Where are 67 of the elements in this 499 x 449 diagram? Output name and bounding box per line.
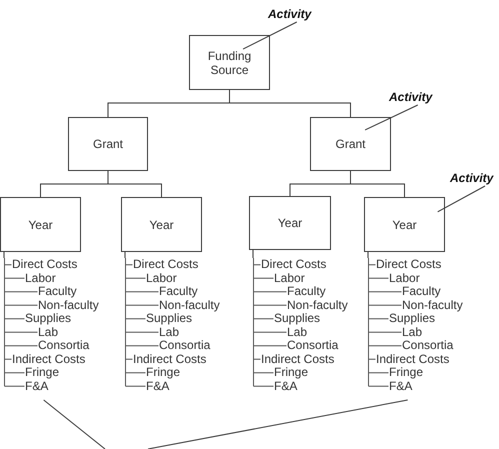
box-label: Year: [392, 218, 417, 232]
cost-item: Faculty: [287, 285, 326, 298]
cost-item: Consortia: [287, 339, 338, 352]
cost-item: Indirect Costs: [133, 352, 206, 366]
cost-item: Indirect Costs: [261, 352, 334, 366]
cost-item: Non-faculty: [159, 298, 220, 312]
cost-item: F&A: [389, 380, 412, 393]
cost-item: Indirect Costs: [376, 352, 450, 366]
leader-line: [242, 22, 298, 50]
connector-line: [108, 170, 162, 198]
cost-item: Fringe: [146, 366, 180, 380]
cost-item: Faculty: [402, 285, 441, 298]
hierarchy-box: [364, 197, 445, 252]
cost-item: Consortia: [402, 339, 454, 352]
box-label: Grant: [92, 137, 123, 151]
box-label: Year: [278, 216, 302, 230]
cost-item: Non-faculty: [402, 298, 463, 312]
cost-item: Labor: [146, 272, 177, 285]
cost-item: F&A: [25, 380, 48, 393]
cost-item: Labor: [25, 272, 56, 285]
cost-item: Lab: [159, 326, 180, 339]
cost-item: Direct Costs: [133, 258, 198, 272]
connector-line: [252, 250, 254, 258]
leader-line: [437, 186, 486, 212]
cost-item: Lab: [287, 326, 308, 339]
leader-line: [43, 400, 106, 449]
callout-label: Activity: [268, 6, 312, 22]
callout-label: Activity: [450, 170, 494, 186]
box-label: Year: [149, 218, 174, 232]
hierarchy-box: [121, 197, 202, 252]
cost-item: Consortia: [159, 339, 210, 352]
leader-line: [364, 104, 418, 130]
cost-item: F&A: [146, 380, 170, 393]
box-label: Funding Source: [206, 48, 252, 76]
cost-item: Faculty: [159, 285, 198, 298]
hierarchy-box: [310, 117, 391, 171]
cost-item: Non-faculty: [38, 298, 99, 312]
hierarchy-box: [68, 117, 148, 171]
callout-label: Activity: [389, 89, 432, 105]
box-label: Year: [28, 218, 53, 232]
connector-line: [229, 90, 351, 118]
cost-item: Supplies: [274, 312, 320, 326]
cost-item: Supplies: [146, 312, 192, 326]
cost-item: Fringe: [25, 366, 60, 380]
cost-item: Consortia: [38, 339, 90, 352]
cost-item: Direct Costs: [376, 258, 442, 272]
cost-item: Labor: [274, 272, 305, 285]
hierarchy-box: [189, 35, 270, 90]
cost-item: Fringe: [274, 366, 308, 380]
hierarchy-box: [0, 197, 81, 252]
cost-item: Labor: [389, 272, 420, 285]
cost-item: Direct Costs: [261, 258, 326, 272]
cost-item: Lab: [38, 326, 58, 339]
cost-item: Indirect Costs: [12, 352, 86, 366]
hierarchy-box: [249, 196, 331, 250]
cost-item: Direct Costs: [12, 258, 78, 272]
cost-item: Supplies: [389, 312, 436, 326]
cost-item: Non-faculty: [287, 298, 348, 312]
cost-item: Faculty: [38, 285, 77, 298]
cost-item: Lab: [402, 326, 422, 339]
box-label: Grant: [335, 137, 366, 151]
cost-item: Fringe: [389, 366, 424, 380]
leader-line: [148, 400, 408, 449]
connector-line: [124, 252, 126, 258]
connector-line: [350, 170, 405, 198]
cost-item: Supplies: [25, 312, 72, 326]
cost-item: F&A: [274, 380, 298, 393]
